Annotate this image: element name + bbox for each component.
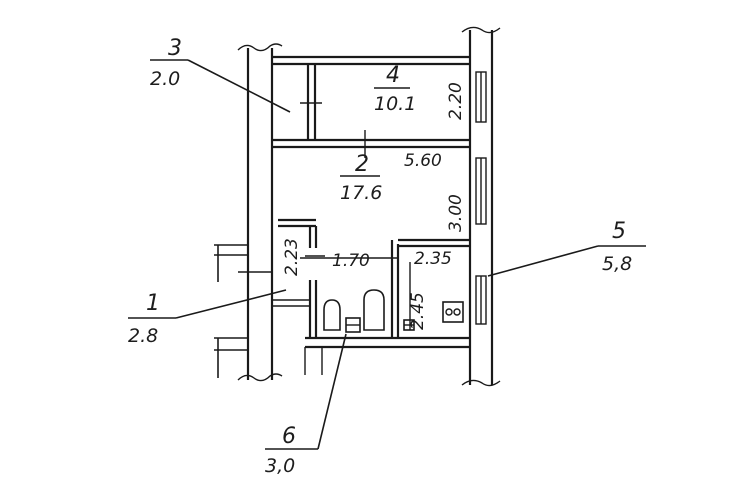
dimension-label: 2.35 (414, 249, 452, 269)
room-number: 2 (355, 152, 369, 177)
room-number: 1 (146, 291, 160, 316)
kitchen-block (398, 238, 470, 331)
entrance-detail (214, 244, 272, 378)
room-area: 10.1 (374, 93, 416, 115)
dimension-label: 2.45 (408, 292, 428, 330)
outer-walls (237, 26, 501, 387)
bathroom-block (272, 218, 400, 338)
room-area: 2.0 (150, 68, 180, 90)
room-label-2: 2 17.6 (340, 152, 382, 204)
room-area: 5,8 (602, 253, 632, 275)
room-label-6: 6 3,0 (265, 424, 296, 477)
room-area: 3,0 (265, 455, 295, 477)
stove-icon (442, 301, 464, 323)
room-number: 6 (282, 424, 296, 449)
dimension-label: 2.20 (446, 82, 466, 120)
room-label-1: 1 2.8 (128, 291, 160, 347)
room-number: 3 (168, 36, 182, 61)
room-label-3: 3 2.0 (150, 36, 182, 90)
leader-lines (128, 59, 646, 450)
room-number: 5 (612, 219, 626, 244)
room-label-4: 4 10.1 (374, 63, 416, 115)
room-area: 17.6 (340, 182, 382, 204)
dimension-ticks (300, 257, 411, 330)
partition-room-3 (300, 64, 366, 158)
dimension-label: 2.23 (282, 238, 302, 276)
room-number: 4 (386, 63, 400, 88)
dimension-label: 3.00 (446, 194, 466, 232)
dimension-label: 1.70 (332, 251, 370, 271)
windows (475, 71, 487, 325)
room-area: 2.8 (128, 325, 158, 347)
room-label-5: 5 5,8 (602, 219, 632, 275)
dimension-label: 5.60 (404, 151, 442, 171)
